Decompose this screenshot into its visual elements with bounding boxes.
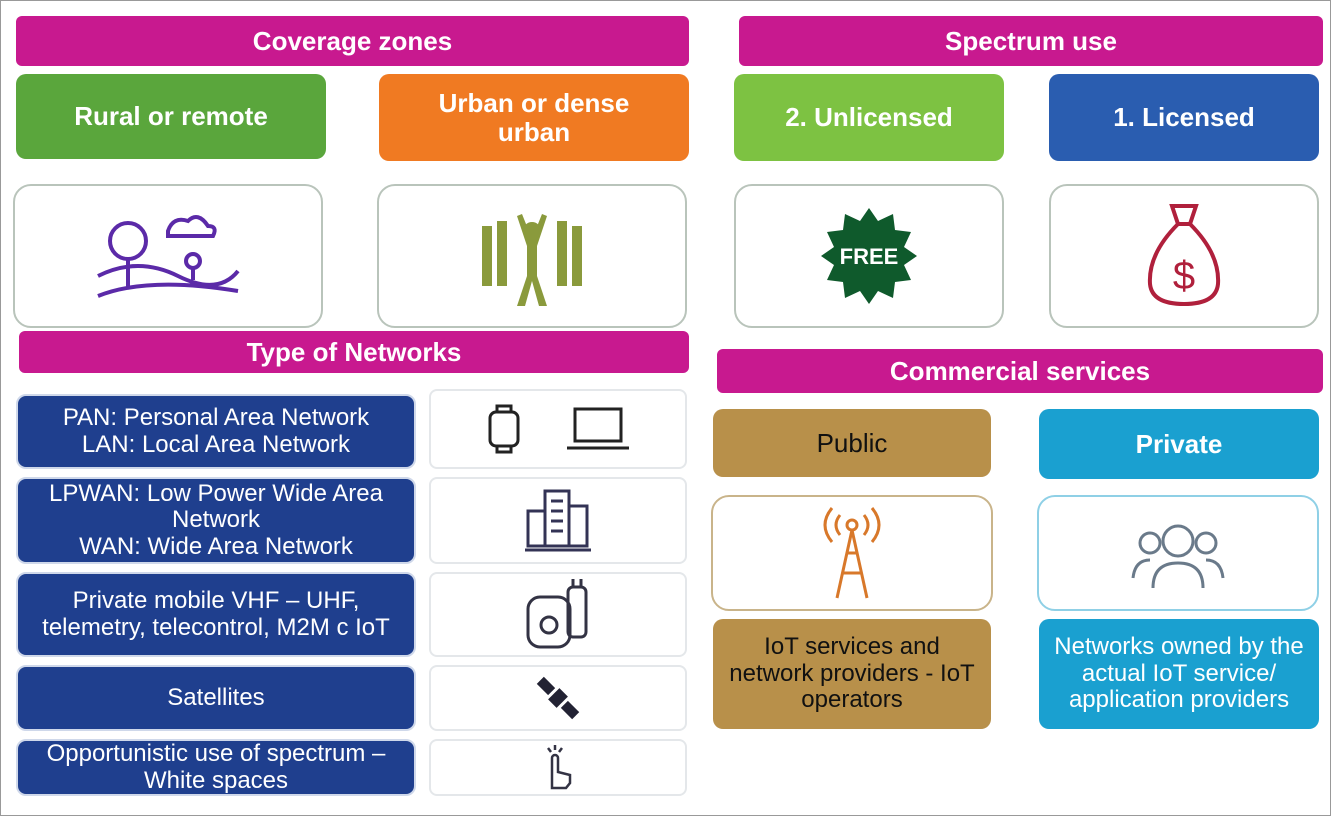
- smartwatch-icon: [488, 404, 520, 454]
- rural-image: [13, 184, 323, 328]
- radio-tower-icon: [823, 507, 881, 599]
- satellite-icon-box: [429, 665, 687, 731]
- free-badge-text: FREE: [840, 244, 899, 269]
- licensed-image: $: [1049, 184, 1319, 328]
- network-row-white-spaces: Opportunistic use of spectrum – White sp…: [16, 739, 416, 796]
- public-image: [711, 495, 993, 611]
- network-row-satellites: Satellites: [16, 665, 416, 731]
- private-box: Private: [1039, 409, 1319, 479]
- laptop-icon: [567, 407, 629, 450]
- network-row-lpwan-wan: LPWAN: Low Power Wide Area Network WAN: …: [16, 477, 416, 564]
- white-spaces-icon-box: [429, 739, 687, 796]
- public-description: IoT services and network providers - IoT…: [713, 619, 991, 729]
- network-row-private-mobile: Private mobile VHF – UHF, telemetry, tel…: [16, 572, 416, 657]
- crowd-icon: [482, 214, 582, 306]
- unlicensed-box: 2. Unlicensed: [734, 74, 1004, 161]
- svg-text:$: $: [1173, 254, 1195, 298]
- network-row-pan-lan: PAN: Personal Area Network LAN: Local Ar…: [16, 394, 416, 469]
- lpwan-icon-box: [429, 477, 687, 564]
- private-description: Networks owned by the actual IoT service…: [1039, 619, 1319, 729]
- free-badge-icon: FREE: [821, 208, 917, 304]
- urban-box: Urban or dense urban: [379, 74, 689, 161]
- unlicensed-image: FREE: [734, 184, 1004, 328]
- private-mobile-icon-box: [429, 572, 687, 657]
- commercial-services-header: Commercial services: [717, 349, 1323, 393]
- urban-image: [377, 184, 687, 328]
- city-buildings-icon: [525, 489, 591, 551]
- rural-box: Rural or remote: [16, 74, 326, 159]
- satellite-icon: [536, 676, 580, 720]
- hand-pointer-icon: [547, 744, 572, 789]
- private-image: [1037, 495, 1319, 611]
- public-box: Public: [713, 409, 991, 477]
- landscape-icon: [97, 215, 240, 298]
- spectrum-use-header: Spectrum use: [739, 16, 1323, 66]
- money-bag-icon: $: [1147, 204, 1221, 307]
- walkie-talkie-icon: [526, 579, 588, 649]
- type-of-networks-header: Type of Networks: [19, 331, 689, 373]
- coverage-zones-header: Coverage zones: [16, 16, 689, 66]
- pan-lan-icons: [429, 389, 687, 469]
- users-icon: [1131, 524, 1225, 589]
- licensed-box: 1. Licensed: [1049, 74, 1319, 161]
